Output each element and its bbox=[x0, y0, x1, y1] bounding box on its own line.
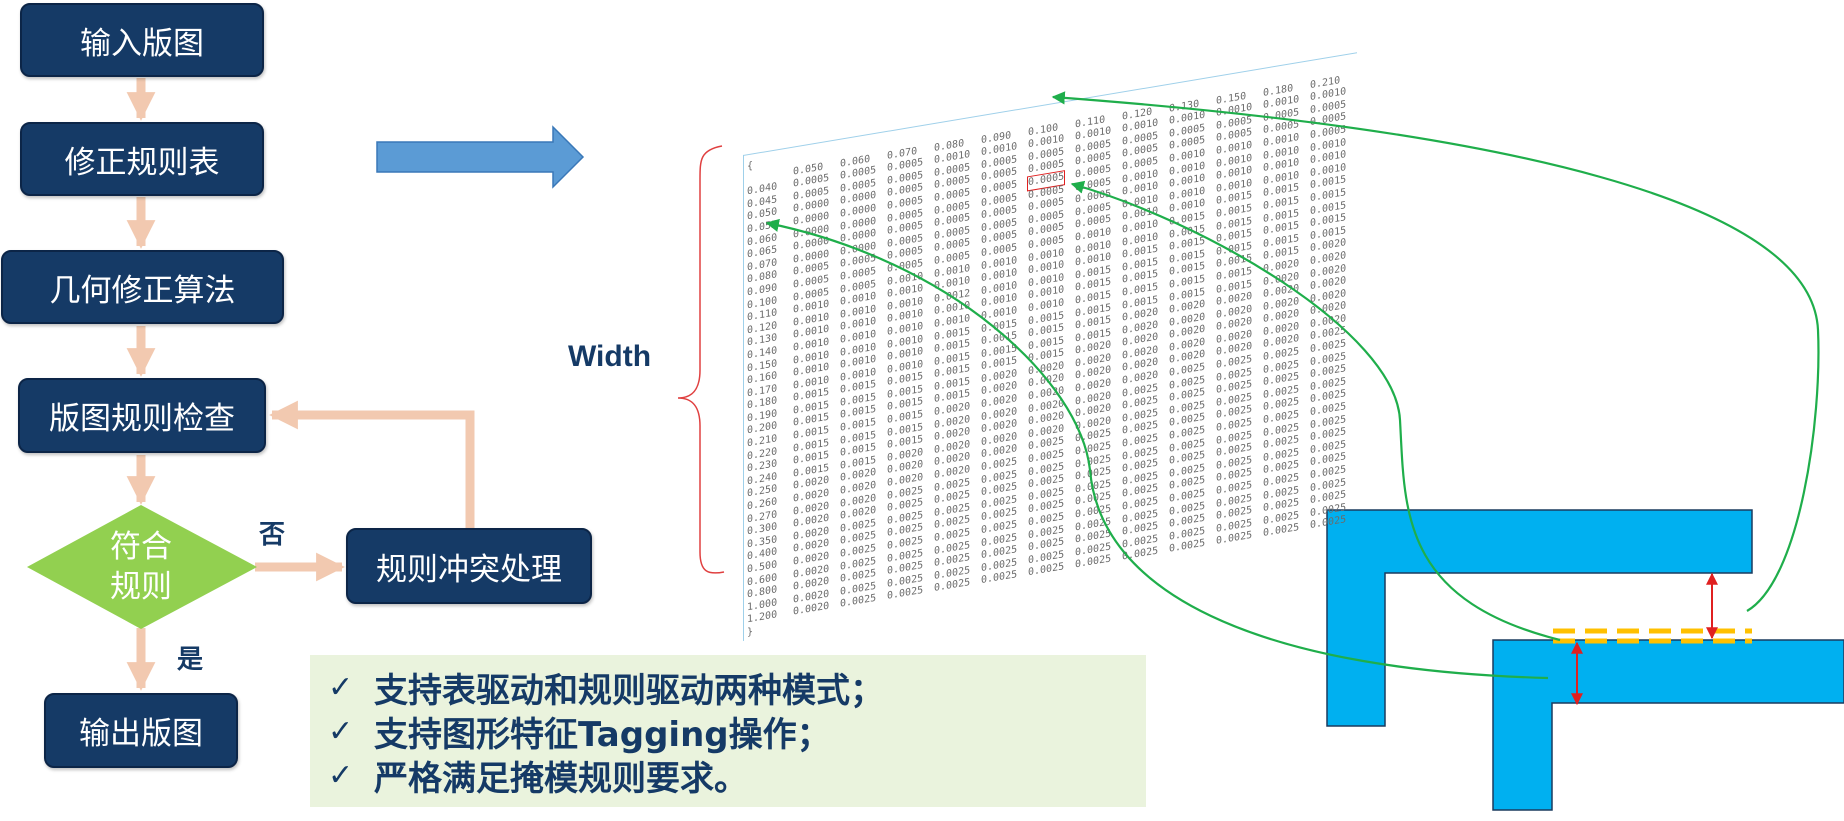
conflict-handling-box: 规则冲突处理 bbox=[346, 528, 592, 604]
features-panel: ✓ 支持表驱动和规则驱动两种模式； ✓ 支持图形特征Tagging操作； ✓ 严格满足掩模… bbox=[310, 655, 1146, 807]
output-layout-box: 输出版图 bbox=[44, 693, 238, 768]
decision-line-2: 规则 bbox=[110, 569, 172, 605]
geometry-algorithm-box: 几何修正算法 bbox=[1, 250, 284, 324]
decision-diamond bbox=[27, 505, 257, 629]
input-layout-box: 输入版图 bbox=[20, 3, 264, 77]
check-icon: ✓ bbox=[328, 669, 354, 705]
no-label: 否 bbox=[259, 520, 286, 550]
flow-loop-arrow bbox=[269, 400, 475, 530]
feature-item: ✓ 严格满足掩模规则要求。 bbox=[328, 753, 1146, 799]
yes-label: 是 bbox=[177, 645, 204, 675]
feature-item: ✓ 支持图形特征Tagging操作； bbox=[328, 709, 1146, 755]
width-brace bbox=[677, 145, 725, 574]
check-icon: ✓ bbox=[328, 757, 354, 793]
check-icon: ✓ bbox=[328, 713, 354, 749]
decision-label: 符合 规则 bbox=[81, 527, 201, 607]
correction-table-box: 修正规则表 bbox=[20, 122, 264, 196]
layout-check-box: 版图规则检查 bbox=[18, 378, 266, 453]
layout-shape-lower bbox=[1492, 639, 1844, 811]
big-right-arrow bbox=[376, 125, 585, 189]
width-axis-label: Width bbox=[568, 340, 652, 373]
decision-line-1: 符合 bbox=[110, 529, 172, 565]
feature-text: 支持表驱动和规则驱动两种模式； bbox=[374, 670, 884, 711]
feature-text: 严格满足掩模规则要求。 bbox=[374, 758, 748, 799]
feature-text: 支持图形特征Tagging操作； bbox=[374, 714, 831, 755]
feature-item: ✓ 支持表驱动和规则驱动两种模式； bbox=[328, 665, 1146, 711]
